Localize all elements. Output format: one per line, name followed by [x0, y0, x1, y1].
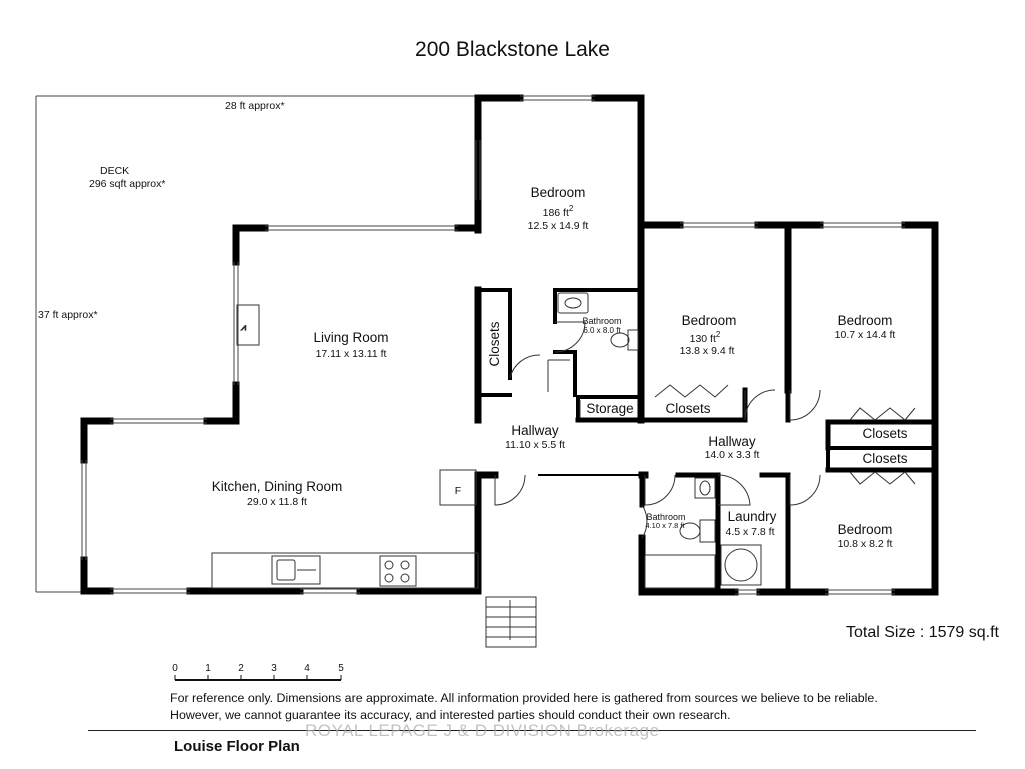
plan-title: 200 Blackstone Lake	[415, 38, 610, 61]
fridge-label: F	[455, 485, 461, 497]
bedroom-top-dims: 12.5 x 14.9 ft	[528, 220, 589, 232]
scale-bar: 0 1 2 3 4 5	[172, 663, 344, 681]
scale-tick-0: 0	[172, 663, 178, 674]
closets-right-2-label: Closets	[862, 451, 907, 466]
disclaimer-line-2: However, we cannot guarantee its accurac…	[170, 708, 731, 722]
kitchen-name: Kitchen, Dining Room	[212, 479, 343, 494]
bedroom-bottom-dims: 10.8 x 8.2 ft	[838, 538, 893, 550]
scale-tick-4: 4	[304, 663, 310, 674]
bedroom-bottom-name: Bedroom	[838, 522, 893, 537]
hallway-left-dims: 11.10 x 5.5 ft	[505, 439, 565, 451]
footer-divider	[88, 730, 976, 731]
plan-name: Louise Floor Plan	[174, 738, 300, 755]
bedroom-mid-name: Bedroom	[682, 313, 737, 328]
closets-vertical-label: Closets	[487, 321, 502, 366]
bedroom-right-name: Bedroom	[838, 313, 893, 328]
living-room-dims: 17.11 x 13.11 ft	[316, 348, 387, 360]
laundry-dims: 4.5 x 7.8 ft	[725, 526, 774, 538]
total-size: Total Size : 1579 sq.ft	[846, 624, 999, 641]
bath-bottom-dims: 4.10 x 7.8 ft	[645, 521, 685, 530]
deck-area-label: 296 sqft approx*	[89, 178, 165, 190]
living-room-name: Living Room	[313, 330, 388, 345]
hallway-right-name: Hallway	[708, 434, 756, 449]
fireplace-icon: ⩘	[241, 322, 246, 332]
bedroom-top-name: Bedroom	[531, 185, 586, 200]
deck-outline	[35, 95, 476, 593]
deck-depth-label: 37 ft approx*	[38, 309, 98, 321]
storage-label: Storage	[586, 401, 633, 416]
scale-tick-2: 2	[238, 663, 244, 674]
doors	[494, 321, 916, 539]
bedroom-right-dims: 10.7 x 14.4 ft	[835, 329, 896, 341]
bedroom-mid-dims: 13.8 x 9.4 ft	[680, 345, 735, 357]
bath-top-name: Bathroom	[582, 316, 621, 326]
bath-bottom-name: Bathroom	[646, 512, 685, 522]
bath-top-dims: 6.0 x 8.0 ft	[583, 326, 621, 335]
walls	[80, 94, 939, 596]
brokerage-watermark: ROYAL LEPAGE J & D DIVISION Brokerage	[305, 721, 660, 740]
bedroom-mid-area: 130 ft2	[690, 330, 721, 345]
scale-tick-3: 3	[271, 663, 277, 674]
fixtures: ⩘	[211, 292, 762, 648]
laundry-name: Laundry	[728, 509, 777, 524]
hallway-left-name: Hallway	[511, 423, 559, 438]
scale-tick-5: 5	[338, 663, 344, 674]
kitchen-dims: 29.0 x 11.8 ft	[247, 496, 307, 508]
scale-tick-1: 1	[205, 663, 211, 674]
bedroom-top-area: 186 ft2	[543, 204, 574, 219]
deck-width-label: 28 ft approx*	[225, 100, 285, 112]
deck-label: DECK	[100, 165, 129, 177]
hallway-right-dims: 14.0 x 3.3 ft	[705, 449, 760, 461]
closets-mid-label: Closets	[665, 401, 710, 416]
closets-right-1-label: Closets	[862, 426, 907, 441]
windows	[81, 95, 905, 595]
disclaimer-line-1: For reference only. Dimensions are appro…	[170, 691, 878, 705]
disclaimer: For reference only. Dimensions are appro…	[170, 690, 878, 724]
